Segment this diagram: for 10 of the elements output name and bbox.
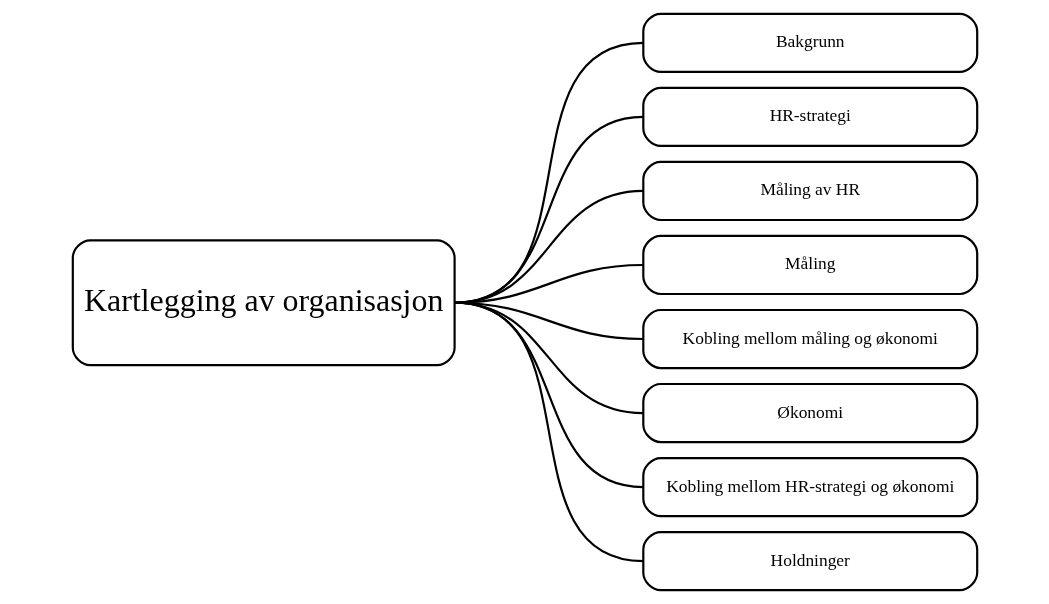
- node-box: Måling: [641, 234, 978, 296]
- node-box: Måling av HR: [641, 160, 978, 222]
- node-box: Bakgrunn: [641, 12, 978, 73]
- connector: [453, 301, 643, 563]
- node-box: Økonomi: [641, 382, 978, 444]
- node-box: Holdninger: [641, 531, 978, 592]
- node-box: Kobling mellom måling og økonomi: [641, 308, 978, 370]
- node-box: Kartlegging av organisasjon: [71, 239, 456, 367]
- node-box: HR-strategi: [641, 86, 978, 148]
- node-box: Kobling mellom HR-strategi og økonomi: [641, 456, 978, 518]
